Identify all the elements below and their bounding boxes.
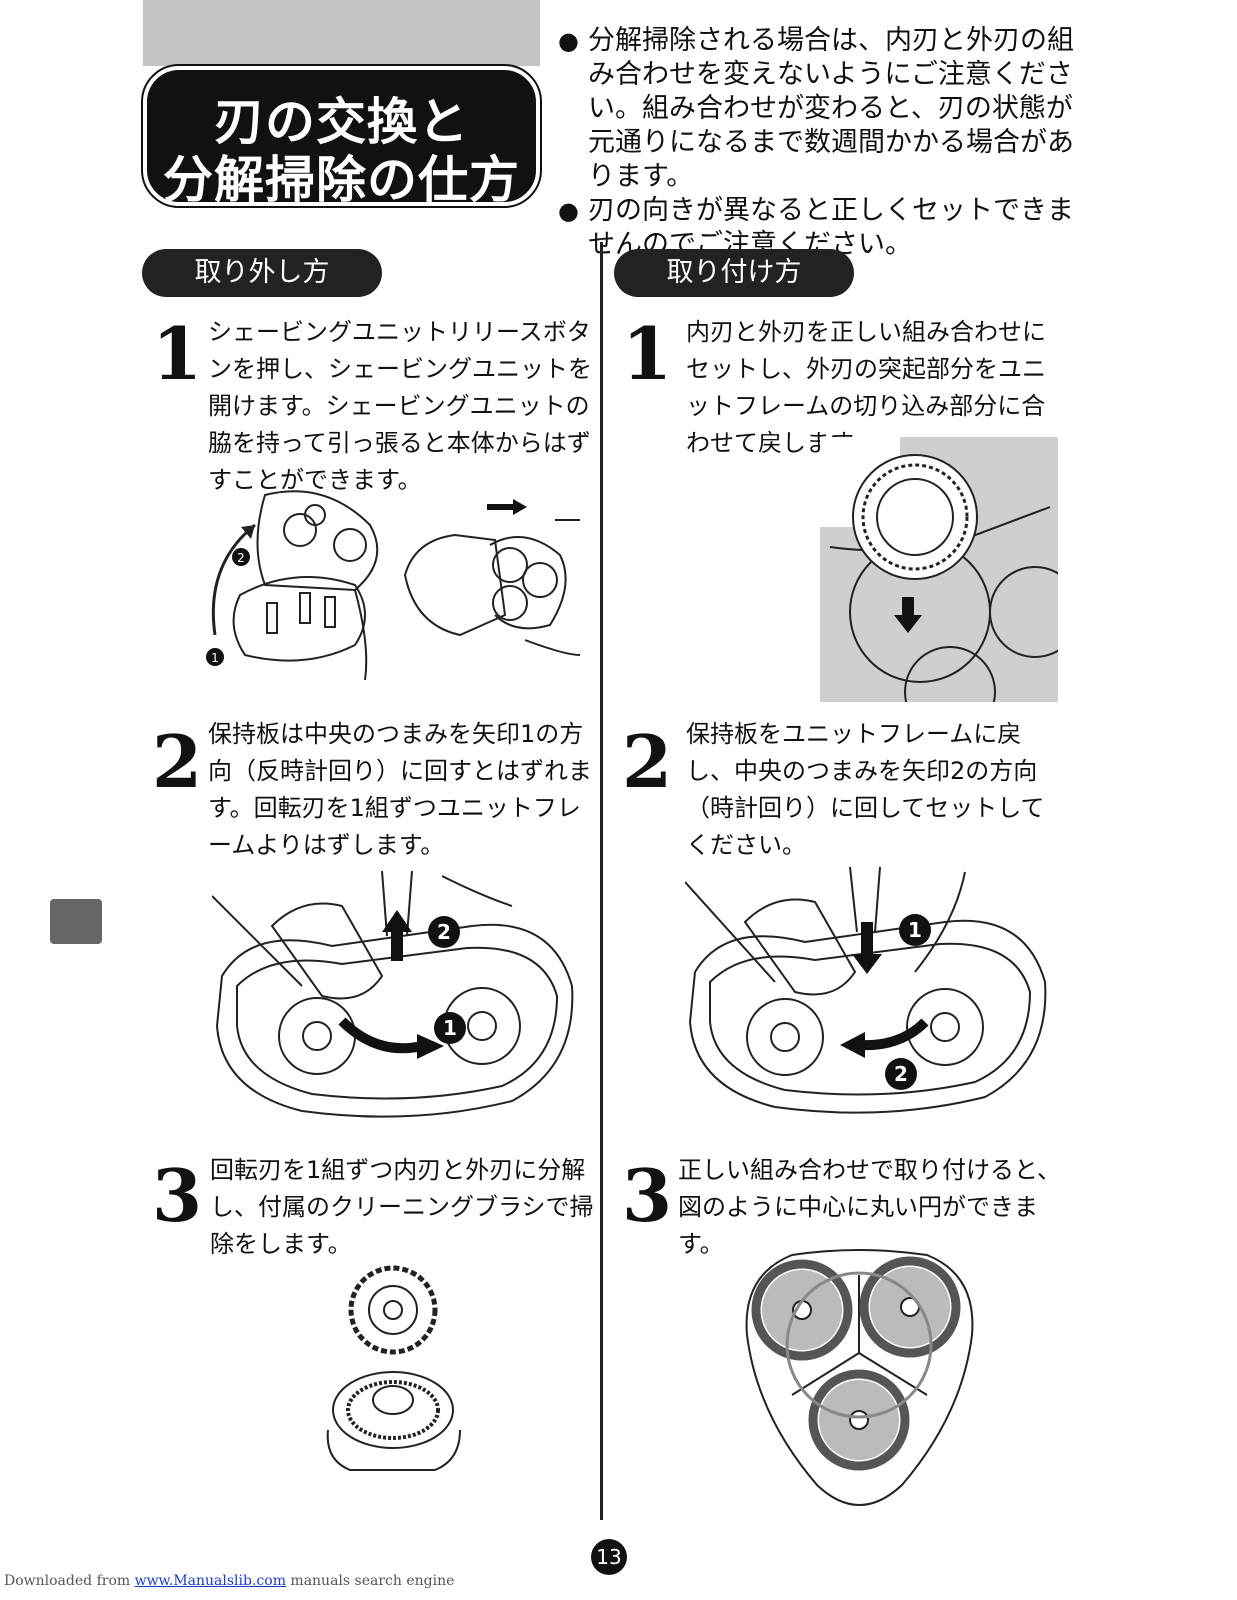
marker-1: 1 [443, 1016, 457, 1040]
footer-suffix: manuals search engine [285, 1573, 455, 1589]
step-text: 保持板は中央のつまみを矢印1の方向（反時計回り）に回すとはずれます。回転刃を1組… [208, 720, 592, 859]
step-text: 保持板をユニットフレームに戻し、中央のつまみを矢印2の方向（時計回り）に回してセ… [686, 720, 1045, 859]
section-heading-install: 取り付け方 [614, 249, 854, 297]
page-number: 13 [591, 1539, 627, 1575]
footer-prefix: Downloaded from [4, 1573, 135, 1589]
caution-note-text: 分解掃除される場合は、内刃と外刃の組み合わせを変えないようにご注意ください。組み… [588, 25, 1074, 192]
step-number: 3 [622, 1153, 673, 1238]
chapter-tab [50, 899, 102, 944]
section-heading-removal: 取り外し方 [142, 249, 382, 297]
illustration-remove-plate: 2 1 [212, 866, 577, 1121]
marker-2: 2 [894, 1062, 908, 1086]
illustration-blades [320, 1260, 470, 1485]
illustration-attach-plate: 1 2 [685, 862, 1050, 1122]
marker-2: 2 [237, 551, 245, 565]
marker-1: 1 [908, 918, 922, 942]
step-number: 2 [622, 719, 673, 804]
marker-1: 1 [211, 651, 219, 665]
footer: Downloaded from www.Manualslib.com manua… [4, 1573, 454, 1589]
illustration-assembled-head [742, 1245, 977, 1523]
illustration-insert-cutter [820, 437, 1058, 702]
title-line-1: 刃の交換と [214, 93, 469, 151]
step-number: 1 [622, 311, 673, 396]
footer-link[interactable]: www.Manualslib.com [134, 1573, 286, 1589]
step-text: 回転刃を1組ずつ内刃と外刃に分解し、付属のクリーニングブラシで掃除をします。 [210, 1156, 594, 1258]
caution-notes: ● 分解掃除される場合は、内刃と外刃の組み合わせを変えないようにご注意ください。… [558, 24, 1078, 262]
step-number: 2 [152, 719, 203, 804]
page-title: 刃の交換と 分解掃除の仕方 [141, 64, 542, 209]
marker-2: 2 [437, 920, 451, 944]
step-number: 3 [152, 1153, 203, 1238]
step-text: 内刃と外刃を正しい組み合わせにセットし、外刃の突起部分をユニットフレームの切り込… [686, 318, 1046, 457]
title-line-2: 分解掃除の仕方 [163, 151, 520, 209]
bullet-icon: ● [558, 197, 579, 225]
illustration-open-unit: 2 1 [205, 485, 585, 680]
step-number: 1 [152, 311, 203, 396]
caution-note: ● 分解掃除される場合は、内刃と外刃の組み合わせを変えないようにご注意ください。… [558, 24, 1078, 194]
step-text: 正しい組み合わせで取り付けると、図のように中心に丸い円ができます。 [678, 1156, 1062, 1258]
title-band [143, 0, 540, 66]
bullet-icon: ● [558, 27, 579, 55]
column-divider [600, 242, 603, 1520]
step-text: シェービングユニットリリースボタンを押し、シェービングユニットを開けます。シェー… [208, 318, 592, 494]
